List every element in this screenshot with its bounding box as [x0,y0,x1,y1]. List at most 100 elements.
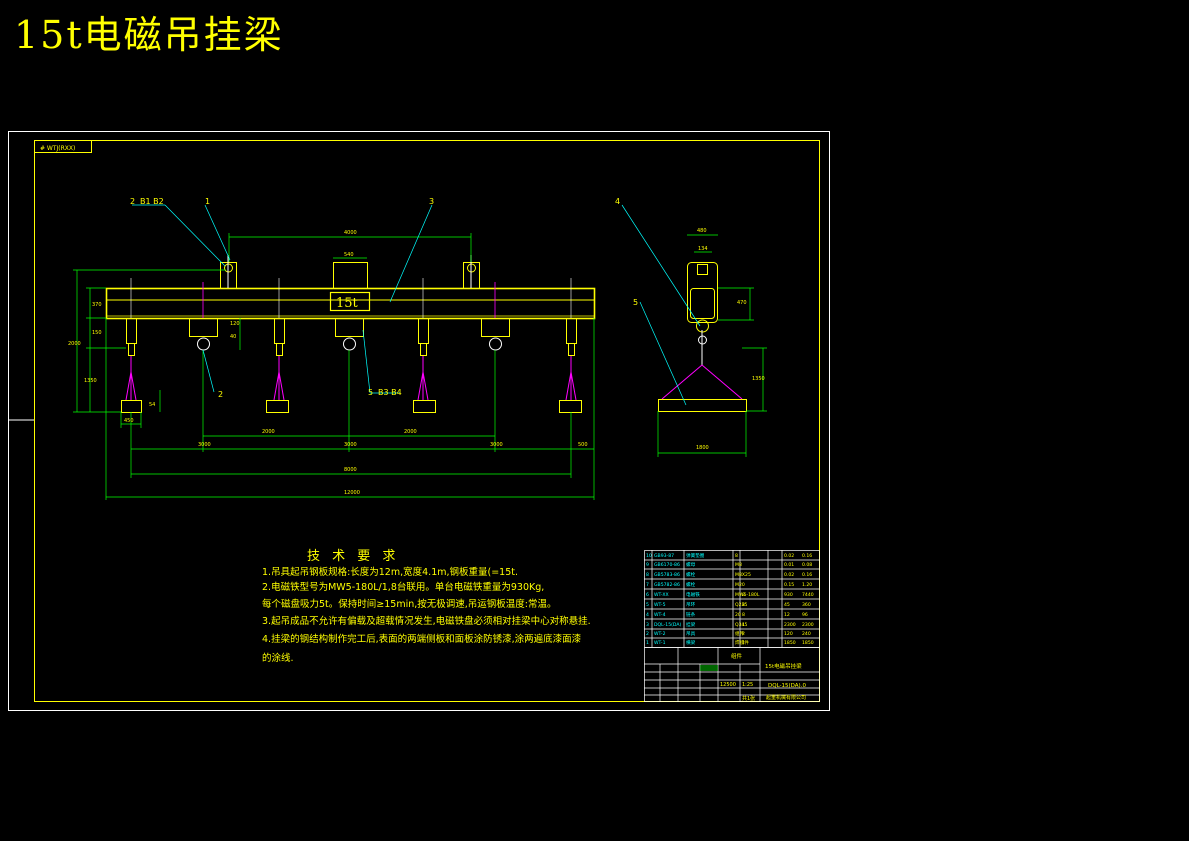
parts-cell: 96 [802,612,808,618]
dim-top: 4000 [344,230,357,236]
parts-list-grid [644,550,820,648]
side-dim-w: 1800 [696,445,709,451]
callout-1: 1 [205,197,210,206]
parts-cell: 3 [646,622,649,628]
parts-cell: 挂梁 [686,621,696,628]
load-tag: 15t [336,296,359,311]
parts-cell: 焊接件 [735,639,749,646]
parts-cell: 横梁 [686,639,696,646]
parts-cell: 20 [735,612,741,618]
parts-cell: 8 [742,612,745,618]
parts-cell: 1850 [802,640,814,646]
dim-h-lower: 1350 [84,378,97,384]
parts-cell: 弹簧垫圈 [686,552,705,559]
dim-block: 540 [344,252,354,258]
parts-cell: 10 [646,553,652,559]
pulley-hook-2[interactable] [335,318,364,351]
dim-s5: 3000 [490,442,503,448]
parts-cell: 360 [802,602,811,608]
sheet-inner-border [34,140,820,702]
parts-cell: WT-4 [654,612,666,618]
side-dim-top1: 480 [697,228,707,234]
magnet-4[interactable] [559,400,582,413]
parts-cell: Q235 [735,602,747,608]
title-block-weight: 12500 [720,682,736,688]
title-block-sheet: 共1张 [742,695,755,702]
callout-5: 5 [633,298,638,307]
callout-3: 3 [429,197,434,206]
callout-sec-b: B3 B4 [378,388,402,397]
parts-cell: 5 [646,602,649,608]
title-block-highlight [700,665,718,671]
title-block-grid [644,647,820,702]
parts-cell: WT-2 [654,631,666,637]
hanger-1[interactable] [126,278,137,356]
parts-cell: DQL-15(DA) [654,622,682,628]
tech-line-5: 4.挂梁的钢结构制作完工后,表面的两端侧板和面板涂防锈漆,涂两遍底漆面漆 [262,634,582,645]
drawing-title: 15t电磁吊挂梁 [14,13,284,57]
callout-sec-a: B1 B2 [140,197,164,206]
parts-cell: 45 [784,602,790,608]
parts-cell: 电磁铁 [686,591,700,598]
parts-cell: MW5-180L [735,592,760,598]
parts-cell: 9 [646,562,649,568]
parts-cell: 8 [742,602,745,608]
parts-cell: 8 [735,553,738,559]
callout-5b: 5 [368,388,373,397]
parts-cell: 240 [802,631,811,637]
dim-mag: 450 [124,418,134,424]
magnet-1[interactable] [121,400,142,413]
dim-h2: 150 [92,330,102,336]
hanger-2[interactable] [274,278,285,356]
title-block-company: 起重机械有限公司 [766,694,806,701]
side-view[interactable] [658,262,747,412]
hanger-3[interactable] [418,278,429,356]
parts-cell: 0.08 [802,562,812,568]
dim-span: 8000 [344,467,357,473]
parts-cell: GB93-87 [654,553,674,559]
magnet-2[interactable] [266,400,289,413]
hanger-4[interactable] [566,278,577,356]
title-block-scale: 1:25 [742,682,753,688]
dim-s6: 500 [578,442,588,448]
parts-cell: 组件 [735,630,745,637]
corner-tag-box [34,140,92,153]
parts-cell: M8X25 [735,572,751,578]
dim-s4: 2000 [404,429,417,435]
dim-left-h: 54 [149,402,155,408]
dim-mid2: 40 [230,334,236,340]
center-top-block[interactable] [333,262,368,289]
parts-cell: 螺母 [686,561,696,568]
parts-cell: Q345 [735,622,747,628]
side-dims [657,234,767,457]
parts-cell: 2300 [802,622,814,628]
parts-cell: 链条 [686,611,696,618]
pulley-hook-1[interactable] [189,282,218,351]
tech-line-4: 3.起吊成品不允许有偏载及超载情况发生,电磁铁盘必须相对挂梁中心对称悬挂. [262,616,591,627]
magnet-3[interactable] [413,400,436,413]
parts-cell: 0.16 [802,553,812,559]
parts-cell: 8 [742,592,745,598]
parts-cell: 120 [784,631,793,637]
callout-4: 4 [615,197,620,206]
parts-cell: 7 [646,582,649,588]
dim-s1: 3000 [198,442,211,448]
side-dim-top2: 134 [698,246,708,252]
parts-cell: 吊具 [686,631,696,637]
load-tag-box [329,291,371,312]
side-dim-h: 470 [737,300,747,306]
tech-line-2: 2.电磁铁型号为MW5-180L/1,8台联用。单台电磁铁重量为930Kg, [262,582,545,593]
parts-cell: 2 [742,631,745,637]
lifting-lug-right[interactable] [463,255,480,289]
pulley-hook-3[interactable] [481,282,510,351]
parts-cell: 8 [646,572,649,578]
dim-s2: 2000 [262,429,275,435]
parts-cell: 1850 [784,640,796,646]
parts-cell: 1 [742,622,745,628]
lifting-lug-left[interactable] [220,255,237,289]
parts-cell: WT-5 [654,602,666,608]
side-chains [661,364,743,400]
parts-cell: GB5783-86 [654,572,680,578]
